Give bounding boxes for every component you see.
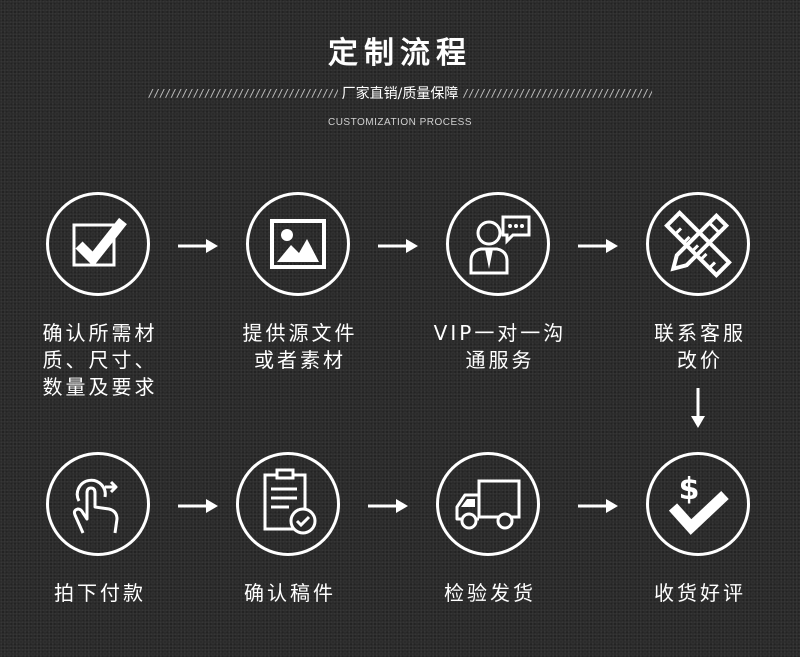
arrow-right-icon: [378, 239, 418, 253]
step-4-circle: [646, 192, 750, 296]
decorative-slashes-right: ////////////////////////////////////////: [462, 86, 652, 100]
page-title: 定制流程: [328, 36, 472, 71]
step-3-circle: [446, 192, 550, 296]
dollar-check-icon: $: [668, 472, 729, 535]
step-1-circle: [46, 192, 150, 296]
step-7-label: 确认稿件: [244, 581, 336, 605]
arrow-right-icon: [368, 499, 408, 513]
step-6-circle: [436, 452, 540, 556]
step-4-label: 联系客服 改价: [654, 321, 746, 372]
page-header: 定制流程 ///////////////////////////////////…: [0, 0, 800, 140]
step-1-label: 确认所需材 质、尺寸、 数量及要求: [42, 321, 158, 399]
arrow-down-icon: [691, 388, 705, 428]
step-5-circle: $: [646, 452, 750, 556]
step-5-label: 收货好评: [654, 581, 746, 605]
step-8-label: 拍下付款: [54, 581, 146, 605]
step-6-label: 检验发货: [444, 581, 536, 605]
checkbox-icon: [72, 217, 127, 267]
decorative-slashes-left: ////////////////////////////////////////: [147, 86, 338, 100]
arrow-right-icon: [578, 499, 618, 513]
arrow-right-icon: [178, 239, 218, 253]
step-2-label: 提供源文件 或者素材: [242, 321, 358, 372]
step-8-circle: [46, 452, 150, 556]
arrow-right-icon: [178, 499, 218, 513]
step-3-label: VIP一对一沟 通服务: [433, 321, 567, 372]
ruler-pencil-icon: [664, 210, 732, 278]
svg-text:$: $: [679, 472, 700, 507]
hand-tap-icon: [72, 478, 119, 534]
english-subtitle: CUSTOMIZATION PROCESS: [327, 117, 473, 128]
page-subtitle: 厂家直销/质量保障: [341, 86, 459, 102]
arrow-right-icon: [578, 239, 618, 253]
image-icon: [270, 219, 326, 269]
document-check-icon: [263, 468, 317, 535]
step-2-circle: [246, 192, 350, 296]
truck-icon: [455, 479, 521, 530]
step-7-circle: [236, 452, 340, 556]
subtitle-row: ////////////////////////////////////////…: [0, 83, 800, 103]
customer-service-icon: [469, 215, 531, 275]
